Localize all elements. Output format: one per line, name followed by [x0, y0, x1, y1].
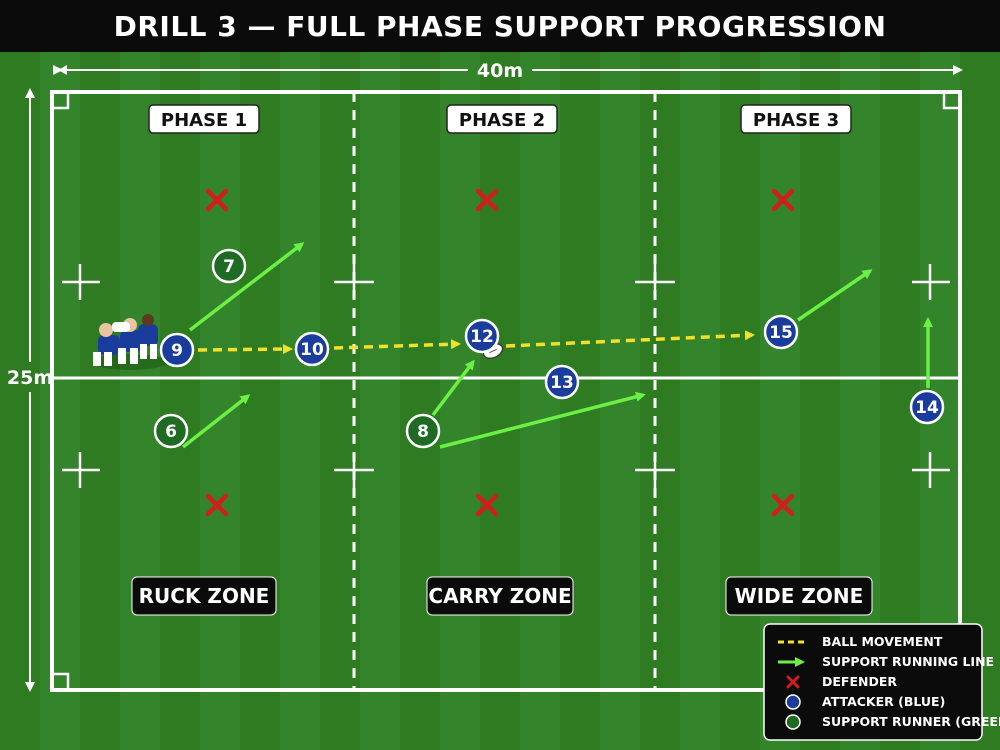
attacker-13-number: 13 — [550, 373, 574, 393]
wide-zone-text: WIDE ZONE — [735, 584, 864, 608]
ball-line-12-15 — [505, 330, 755, 348]
support-runner-7: 7 — [211, 248, 247, 284]
support-line-7 — [188, 242, 305, 332]
support-line-15 — [797, 269, 873, 322]
height-label: 25m — [7, 367, 53, 389]
ball-line-10-12 — [333, 339, 461, 350]
attacker-9: 9 — [159, 332, 195, 368]
width-label: 40m — [477, 60, 523, 82]
diagram-title: DRILL 3 — FULL PHASE SUPPORT PROGRESSION — [113, 9, 887, 43]
support-7-number: 7 — [223, 257, 235, 277]
attacker-14: 14 — [909, 389, 945, 425]
defenders — [205, 188, 795, 517]
height-dimension: 25m — [7, 88, 53, 692]
title-bar: DRILL 3 — FULL PHASE SUPPORT PROGRESSION — [0, 0, 1000, 52]
attacker-9-number: 9 — [171, 341, 183, 361]
phase-tag-3: PHASE 3 — [740, 104, 852, 134]
phase-2-label: PHASE 2 — [459, 110, 545, 131]
attacker-12-number: 12 — [470, 327, 494, 347]
attackers: 9 10 12 13 15 14 — [159, 314, 945, 425]
carry-zone-text: CARRY ZONE — [428, 584, 571, 608]
ruck-players-illustration — [92, 314, 168, 370]
legend-ball-movement: BALL MOVEMENT — [778, 634, 943, 649]
attacker-10-number: 10 — [300, 340, 324, 360]
ball-line-9-10 — [197, 344, 293, 355]
support-runner-6: 6 — [153, 413, 189, 449]
support-line-8a — [431, 359, 475, 417]
ruck-zone-text: RUCK ZONE — [139, 584, 270, 608]
support-line-8b — [439, 391, 646, 449]
defender-legend-icon — [786, 675, 800, 689]
legend-attacker-text: ATTACKER (BLUE) — [822, 694, 945, 709]
defender-marker — [475, 188, 499, 212]
attacker-15: 15 — [763, 314, 799, 350]
legend-support-line-text: SUPPORT RUNNING LINE — [822, 654, 994, 669]
defender-marker — [205, 188, 229, 212]
attacker-14-number: 14 — [915, 398, 939, 418]
legend-ball-movement-text: BALL MOVEMENT — [822, 634, 943, 649]
support-runner-8: 8 — [405, 413, 441, 449]
phase-3-label: PHASE 3 — [753, 110, 839, 131]
legend-support-runner: SUPPORT RUNNER (GREEN) — [785, 714, 1000, 730]
pitch-boundary — [50, 90, 962, 692]
support-runner-legend-icon — [785, 714, 801, 730]
defender-marker — [475, 493, 499, 517]
phase-1-label: PHASE 1 — [161, 110, 247, 131]
legend-defender-text: DEFENDER — [822, 674, 897, 689]
phase-tag-1: PHASE 1 — [148, 104, 260, 134]
attacker-10: 10 — [294, 331, 330, 367]
support-running-lines — [181, 242, 933, 449]
phase-tag-2: PHASE 2 — [446, 104, 558, 134]
defender-marker — [205, 493, 229, 517]
attacker-13: 13 — [544, 364, 580, 400]
ball-movement-lines — [197, 330, 755, 355]
cross-markers — [62, 264, 950, 488]
legend-defender: DEFENDER — [786, 674, 897, 689]
attacker-legend-icon — [785, 694, 801, 710]
support-runners: 7 6 8 — [153, 248, 441, 449]
zone-label-ruck: RUCK ZONE — [131, 576, 277, 616]
attacker-12: 12 — [464, 318, 500, 354]
legend: BALL MOVEMENT SUPPORT RUNNING LINE DEFEN… — [763, 623, 1000, 741]
attacker-15-number: 15 — [769, 323, 793, 343]
defender-marker — [771, 493, 795, 517]
support-line-6 — [181, 394, 251, 449]
support-8-number: 8 — [417, 422, 429, 442]
zone-label-carry: CARRY ZONE — [426, 576, 574, 616]
legend-attacker: ATTACKER (BLUE) — [785, 694, 945, 710]
defender-marker — [771, 188, 795, 212]
legend-support-line: SUPPORT RUNNING LINE — [778, 654, 994, 669]
zone-label-wide: WIDE ZONE — [725, 576, 873, 616]
legend-support-runner-text: SUPPORT RUNNER (GREEN) — [822, 714, 1000, 729]
width-dimension: 40m — [53, 60, 963, 82]
support-6-number: 6 — [165, 422, 177, 442]
